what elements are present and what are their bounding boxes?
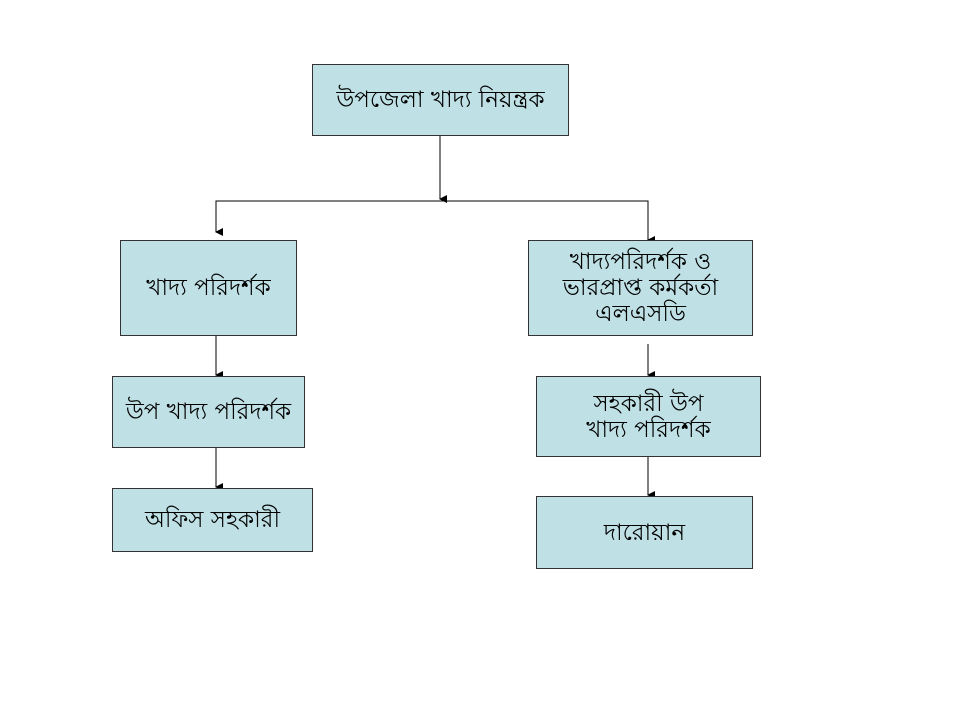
connector-branch	[215, 200, 649, 232]
node-label: দারোয়ান	[603, 519, 686, 546]
node-food-inspector-lsd: খাদ্যপরিদর্শক ও ভারপ্রাপ্ত কর্মকর্তা এলএ…	[528, 240, 753, 336]
node-label: খাদ্য পরিদর্শক	[146, 275, 271, 301]
node-office-assistant: অফিস সহকারী	[112, 488, 313, 552]
node-sub-food-inspector: উপ খাদ্য পরিদর্শক	[112, 376, 305, 448]
node-upazila-food-controller: উপজেলা খাদ্য নিয়ন্ত্রক	[312, 64, 569, 136]
node-label: উপজেলা খাদ্য নিয়ন্ত্রক	[336, 87, 545, 113]
node-label: উপ খাদ্য পরিদর্শক	[125, 399, 292, 425]
node-label-line: সহকারী উপ	[593, 390, 704, 417]
node-assistant-sub-food-inspector: সহকারী উপ খাদ্য পরিদর্শক	[536, 376, 761, 457]
node-label-line: ভারপ্রাপ্ত কর্মকর্তা	[562, 275, 719, 301]
node-label: অফিস সহকারী	[144, 507, 281, 533]
node-food-inspector: খাদ্য পরিদর্শক	[120, 240, 297, 336]
node-guard: দারোয়ান	[536, 496, 753, 569]
node-label-line: খাদ্য পরিদর্শক	[586, 416, 711, 443]
node-label-line: এলএসডি	[595, 301, 686, 327]
node-label-line: খাদ্যপরিদর্শক ও	[569, 249, 712, 275]
